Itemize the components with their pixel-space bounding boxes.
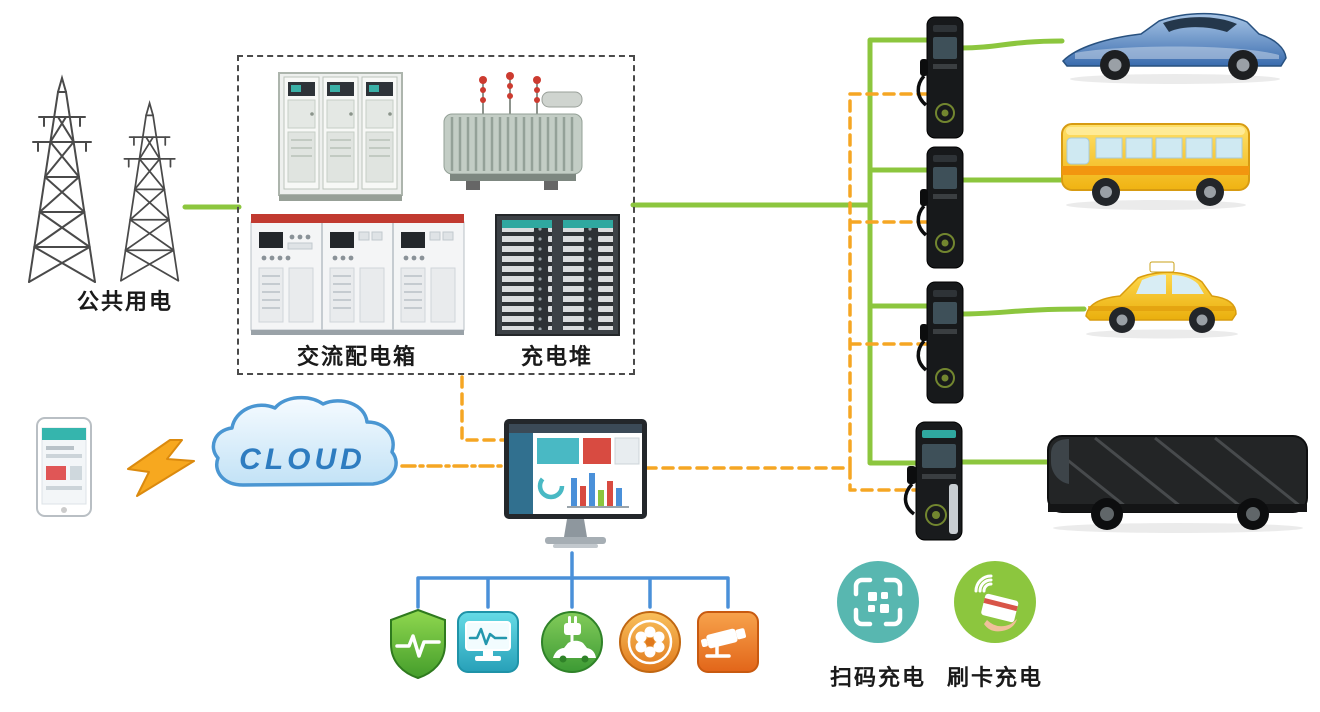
city-bus xyxy=(1058,120,1253,217)
charging-pile-1 xyxy=(916,15,968,146)
ev-plug-car-icon xyxy=(539,606,605,680)
control-lines-blue xyxy=(416,551,730,609)
scan-charge-label: 扫码充电 xyxy=(829,665,926,690)
power-equipment-box xyxy=(237,55,635,375)
mobile-phone xyxy=(35,416,93,523)
ac-distribution-cabinet xyxy=(250,210,465,343)
charging-pile-2 xyxy=(916,145,968,276)
sports-car xyxy=(1055,5,1290,92)
cloud-platform: CLOUD xyxy=(205,395,400,505)
screen-waveform-icon xyxy=(455,606,521,680)
transmission-towers xyxy=(5,72,215,292)
cloud-label: CLOUD xyxy=(239,443,366,476)
coach-bus xyxy=(1045,428,1310,540)
charging-stack-label: 充电堆 xyxy=(520,344,593,369)
charging-pile-4 xyxy=(903,420,967,549)
taxi xyxy=(1078,260,1243,347)
coin-flower-icon xyxy=(617,606,683,680)
shield-heartbeat-icon xyxy=(385,606,451,680)
ac-distribution-label: 交流配电箱 xyxy=(296,344,417,369)
card-charge-label: 刷卡充电 xyxy=(946,665,1043,690)
switchgear-cabinet xyxy=(278,70,403,207)
public-power-label: 公共用电 xyxy=(76,289,173,314)
cloud-icon xyxy=(211,395,398,487)
comm-lines-orange xyxy=(400,92,930,492)
qr-scan-icon xyxy=(836,560,920,649)
power-lines-green xyxy=(182,37,1087,466)
lightning-bolt-icon xyxy=(122,438,200,505)
oil-transformer xyxy=(438,68,588,200)
charging-stack-cabinet xyxy=(495,214,620,341)
cctv-camera-icon xyxy=(695,606,761,680)
monitoring-computer xyxy=(503,418,648,563)
charging-pile-3 xyxy=(916,280,968,411)
swipe-card-icon xyxy=(953,560,1037,649)
